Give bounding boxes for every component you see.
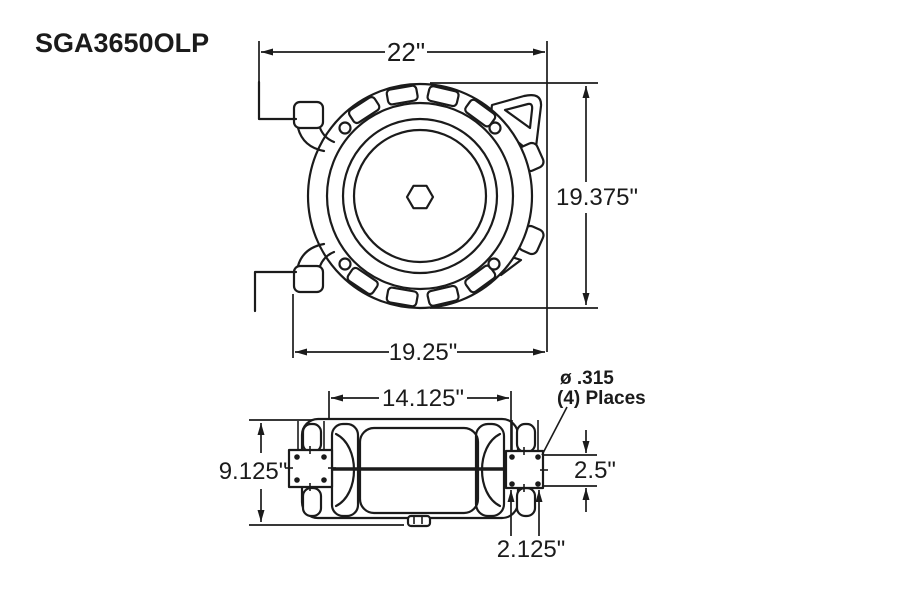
dim-side-height: 9.125" — [219, 419, 404, 526]
dim-label-side-height: 9.125" — [219, 458, 288, 485]
mount-foot-top-left — [257, 80, 298, 121]
dim-overall-width: 22" — [258, 37, 548, 352]
hole-note-diameter: ø .315 — [560, 368, 614, 389]
reel-rim-inner-edge — [325, 101, 515, 291]
dim-label-drum-width: 14.125" — [382, 385, 464, 412]
mount-tab-fillet — [296, 126, 326, 153]
plate-center-ticks — [285, 446, 548, 492]
spool-flange-circle — [341, 117, 499, 275]
dim-drum-width: 14.125" — [328, 385, 512, 451]
dim-label-overall-height: 19.375" — [556, 184, 638, 211]
front-view: 22" 19.375" 19.25" — [253, 37, 638, 366]
mount-foot-bottom-left — [253, 270, 298, 313]
mount-tab-top-left — [292, 100, 325, 130]
dim-label-overall-width: 22" — [387, 37, 425, 67]
bracket-ear — [515, 422, 537, 454]
drum-face-circle — [352, 128, 488, 264]
mount-plate-holes — [294, 454, 541, 487]
rim-holes — [338, 121, 502, 271]
dim-label-hole-spacing-vertical: 2.5" — [574, 457, 616, 484]
mount-bracket-top-right-slot — [503, 102, 534, 130]
hole-note: ø .315 (4) Places — [541, 368, 646, 456]
mount-tab-fillet — [296, 242, 326, 268]
dim-body-width: 19.25" — [292, 294, 545, 366]
dim-hole-spacing-horizontal: 2.125" — [497, 490, 566, 563]
mount-tab-fillet — [318, 250, 336, 268]
bracket-ear — [301, 422, 323, 454]
dim-hole-spacing-vertical: 2.5" — [544, 430, 616, 512]
leader-line — [541, 406, 568, 456]
dim-label-body-width: 19.25" — [389, 339, 458, 366]
mount-tab-fillet — [318, 126, 336, 144]
dim-label-hole-spacing-horizontal: 2.125" — [497, 536, 566, 563]
bracket-ear — [301, 486, 323, 518]
side-view: 14.125" 9.125" 2.5" 2.125" ø .315 (4 — [219, 368, 646, 563]
mount-tab-bottom-left — [292, 264, 325, 294]
rim-slots — [346, 84, 497, 308]
product-title: SGA3650OLP — [35, 28, 209, 58]
dim-overall-height: 19.375" — [430, 82, 638, 309]
bottom-tab — [406, 514, 432, 528]
bracket-ear — [515, 486, 537, 518]
hole-note-places: (4) Places — [557, 388, 646, 409]
center-hex-nut — [405, 184, 435, 210]
